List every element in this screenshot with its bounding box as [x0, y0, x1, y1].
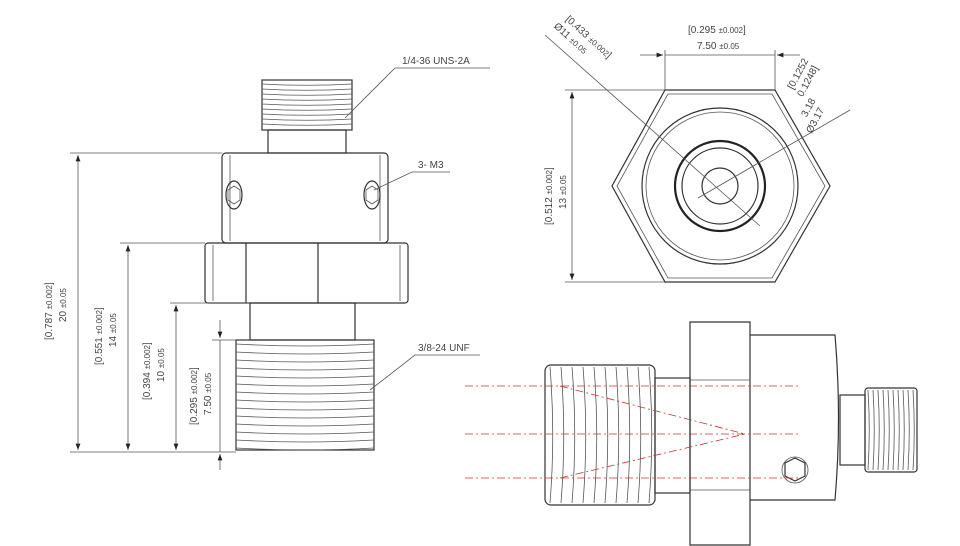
- thread-ridge: [912, 389, 915, 471]
- svg-text:13 ±0.05: 13 ±0.05: [558, 175, 569, 209]
- thread-ridge: [648, 366, 653, 504]
- thread-ridge: [637, 366, 642, 504]
- callout-screws: 3- M3: [373, 160, 450, 191]
- svg-text:3- M3: 3- M3: [418, 160, 444, 171]
- thread-ridge: [261, 93, 353, 96]
- dimension-lines: [70, 152, 250, 470]
- thread-ridge: [235, 391, 375, 395]
- thread-ridge: [582, 366, 587, 504]
- callout-bottom-thread: 3/8-24 UNF: [369, 343, 480, 391]
- thread-ridge: [235, 383, 375, 387]
- thread-ridge: [235, 399, 375, 403]
- hex-socket-icon: [784, 457, 806, 482]
- thread-ridge: [235, 375, 375, 379]
- svg-text:[0.551 ±0.002]: [0.551 ±0.002]: [94, 307, 105, 365]
- svg-text:1/4-36 UNS-2A: 1/4-36 UNS-2A: [402, 56, 470, 67]
- dim-neck-to-bottom: [0.394 ±0.002] 10 ±0.05: [142, 342, 167, 400]
- lower-neck: [249, 302, 356, 341]
- thread-ridge: [235, 407, 375, 411]
- dim-outer-diameter: [0.433 ±0.002] Ø11 ±0.05: [551, 14, 613, 61]
- centerlines: [465, 385, 800, 479]
- hex-socket-screw-icon: [225, 180, 381, 210]
- side-view: [0.787 ±0.002] 20 ±0.05 [0.551 ±0.002] 1…: [44, 56, 490, 470]
- callout-top-thread: 1/4-36 UNS-2A: [344, 56, 490, 119]
- svg-text:14 ±0.05: 14 ±0.05: [108, 313, 119, 347]
- hex-nut: [204, 242, 409, 304]
- thread-ridge: [235, 447, 375, 451]
- hex-flange: [689, 321, 751, 546]
- svg-text:20 ±0.05: 20 ±0.05: [58, 288, 69, 322]
- svg-text:[0.512 ±0.002]: [0.512 ±0.002]: [544, 167, 555, 225]
- body: [221, 152, 389, 244]
- svg-text:[0.295 ±0.002]: [0.295 ±0.002]: [688, 25, 746, 36]
- thread-ridge: [235, 359, 375, 363]
- section-view: [465, 321, 918, 546]
- thread-ridge: [261, 103, 353, 106]
- thread-ridge: [867, 389, 870, 471]
- dim-hex-flat: [0.295 ±0.002] 7.50 ±0.05: [688, 25, 746, 52]
- thread-ridge: [235, 343, 375, 347]
- thread-ridge: [571, 366, 576, 504]
- dim-hex-across: [0.512 ±0.002] 13 ±0.05: [544, 167, 569, 225]
- dim-hex-to-bottom: [0.551 ±0.002] 14 ±0.05: [94, 307, 119, 365]
- thread-ridge: [593, 366, 598, 504]
- upper-neck: [267, 129, 347, 154]
- small-thread: [864, 387, 918, 473]
- thread-ridge: [872, 389, 875, 471]
- dim-thread-length: [0.295 ±0.002] 7.50 ±0.05: [189, 367, 214, 425]
- svg-text:7.50 ±0.05: 7.50 ±0.05: [697, 41, 740, 52]
- thread-ridge: [626, 366, 631, 504]
- thread-ridge: [877, 389, 880, 471]
- thread-ridge: [892, 389, 895, 471]
- thread-ridge: [235, 439, 375, 443]
- thread-ridge: [549, 366, 554, 504]
- thread-ridge: [261, 88, 353, 91]
- thread-ridge: [615, 366, 620, 504]
- thread-ridge: [235, 423, 375, 427]
- thread-ridge: [560, 366, 565, 504]
- top-thread: [261, 79, 353, 131]
- thread-ridge: [261, 118, 353, 121]
- svg-text:[0.394 ±0.002]: [0.394 ±0.002]: [142, 342, 153, 400]
- thread-ridge: [604, 366, 609, 504]
- thread-ridge: [235, 415, 375, 419]
- thread-ridge: [261, 83, 353, 86]
- thread-ridge: [235, 367, 375, 371]
- svg-text:[0.787 ±0.002]: [0.787 ±0.002]: [44, 282, 55, 340]
- thread-ridge: [235, 431, 375, 435]
- thread-ridge: [261, 113, 353, 116]
- thread-ridge: [261, 108, 353, 111]
- thread-ridge: [907, 389, 910, 471]
- thread-ridge: [235, 351, 375, 355]
- thread-ridge: [897, 389, 900, 471]
- end-view: [0.295 ±0.002] 7.50 ±0.05 [0.512 ±0.002]…: [544, 14, 851, 283]
- svg-text:3/8-24 UNF: 3/8-24 UNF: [418, 343, 470, 354]
- thread-ridge: [902, 389, 905, 471]
- thread-ridge: [261, 98, 353, 101]
- thread-ridge: [882, 389, 885, 471]
- svg-text:[0.295 ±0.002]: [0.295 ±0.002]: [189, 367, 200, 425]
- svg-text:7.50 ±0.05: 7.50 ±0.05: [203, 372, 214, 415]
- dim-bore-diameter: [0.1252 0.1248] 3.18 Ø3.17: [786, 56, 827, 135]
- dim-overall-height: [0.787 ±0.002] 20 ±0.05: [44, 282, 69, 340]
- bottom-thread: [235, 339, 375, 451]
- thread-ridge: [261, 123, 353, 126]
- svg-text:10 ±0.05: 10 ±0.05: [156, 348, 167, 382]
- thread-ridge: [887, 389, 890, 471]
